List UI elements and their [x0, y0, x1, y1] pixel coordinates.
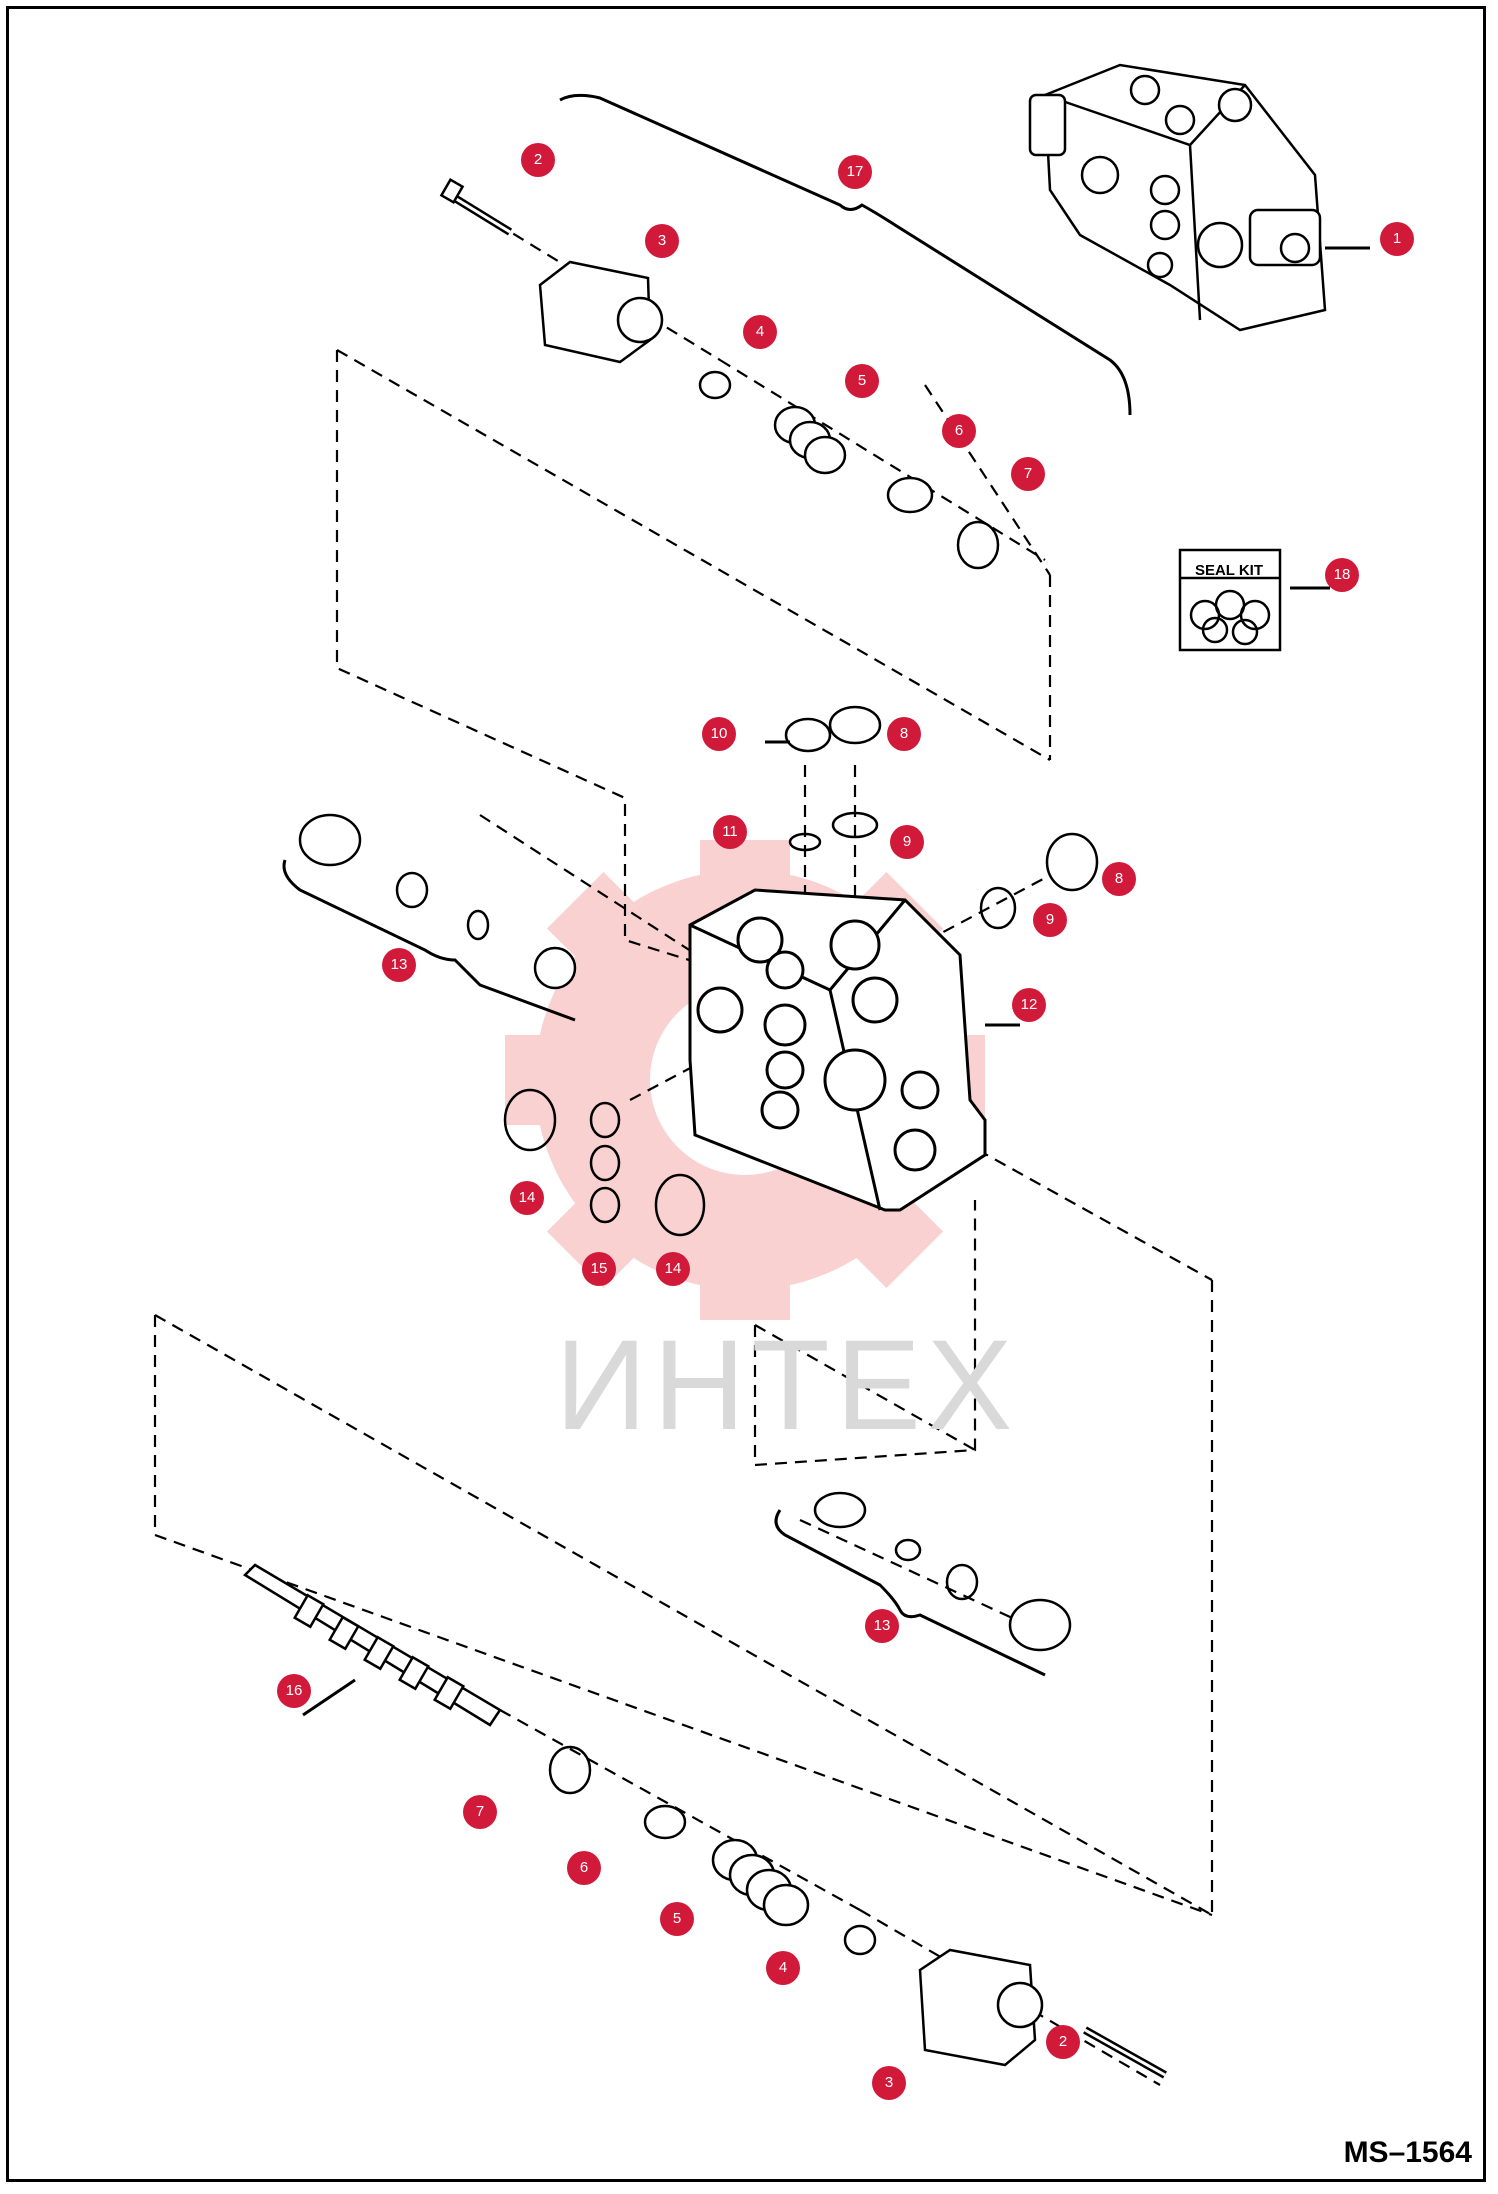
spring-lower: [711, 1838, 810, 1927]
callout-marker[interactable]: 9: [1033, 903, 1067, 937]
callout-marker[interactable]: 14: [656, 1252, 690, 1286]
callout-marker[interactable]: 4: [743, 315, 777, 349]
callout-marker[interactable]: 5: [660, 1902, 694, 1936]
callout-marker[interactable]: 14: [510, 1181, 544, 1215]
seal-kit-box: [1178, 548, 1282, 652]
callout-marker[interactable]: 7: [1011, 457, 1045, 491]
callout-marker[interactable]: 13: [865, 1609, 899, 1643]
callout-marker[interactable]: 7: [463, 1795, 497, 1829]
watermark-text: ИНТЕХ: [555, 1314, 1019, 1457]
valve-section-body: [688, 888, 987, 1212]
callout-marker[interactable]: 11: [713, 815, 747, 849]
callout-marker[interactable]: 3: [872, 2066, 906, 2100]
callout-marker[interactable]: 18: [1325, 558, 1359, 592]
callout-marker[interactable]: 2: [521, 143, 555, 177]
callout-marker[interactable]: 10: [702, 717, 736, 751]
callout-marker[interactable]: 16: [277, 1674, 311, 1708]
callout-marker[interactable]: 9: [890, 825, 924, 859]
callout-marker[interactable]: 4: [766, 1951, 800, 1985]
callout-marker[interactable]: 2: [1046, 2025, 1080, 2059]
callout-marker[interactable]: 15: [582, 1252, 616, 1286]
callout-marker[interactable]: 8: [887, 717, 921, 751]
callout-marker[interactable]: 8: [1102, 862, 1136, 896]
callout-marker[interactable]: 6: [567, 1851, 601, 1885]
callout-marker[interactable]: 12: [1012, 988, 1046, 1022]
callout-marker[interactable]: 13: [382, 948, 416, 982]
valve-assembly: [1028, 63, 1327, 332]
callout-marker[interactable]: 17: [838, 155, 872, 189]
callout-marker[interactable]: 5: [845, 364, 879, 398]
spool: [242, 1563, 502, 1727]
callout-marker[interactable]: 1: [1380, 222, 1414, 256]
drawing-number: MS–1564: [1343, 2136, 1472, 2169]
seal-kit-label: SEAL KIT: [1194, 562, 1264, 579]
spring-upper: [773, 405, 847, 475]
callout-marker[interactable]: 6: [942, 414, 976, 448]
callout-marker[interactable]: 3: [645, 224, 679, 258]
diagram-frame: [6, 6, 1486, 2182]
